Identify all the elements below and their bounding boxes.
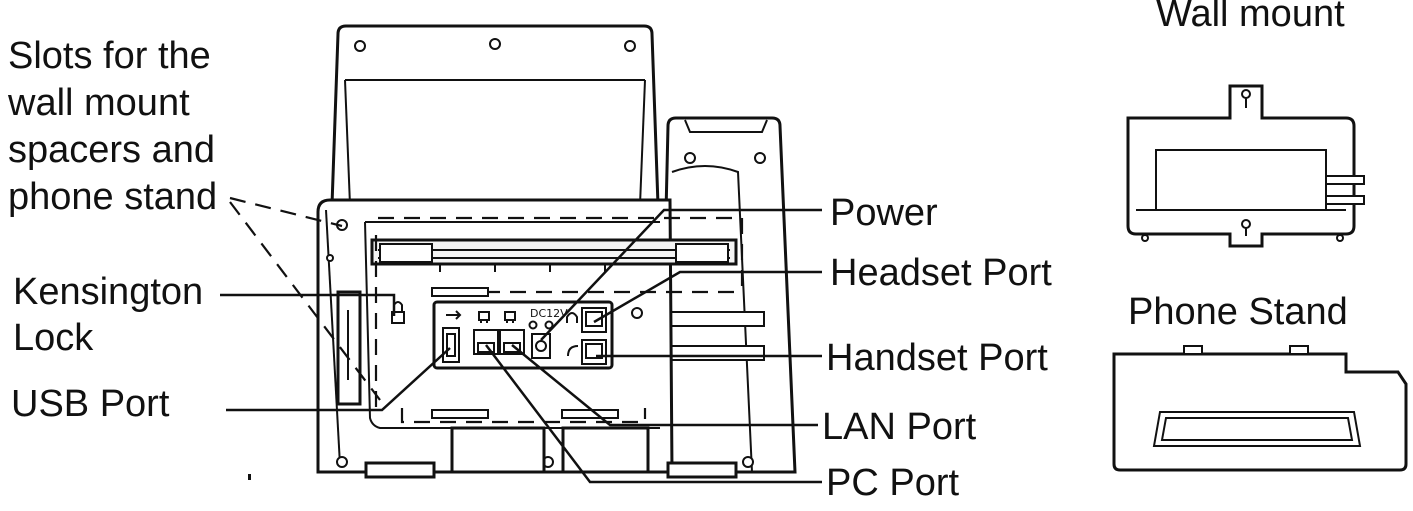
slots-leader-b bbox=[229, 201, 381, 401]
usb-leader bbox=[226, 347, 451, 412]
usb-port-label: USB Port bbox=[11, 383, 170, 425]
slots-label-line1: Slots for the bbox=[8, 35, 211, 77]
usb-port-receptacle bbox=[442, 327, 460, 363]
lan-port-icon bbox=[504, 311, 516, 323]
pc-port-receptacle bbox=[473, 329, 499, 355]
stray-mark bbox=[248, 474, 251, 480]
lan-leader bbox=[511, 344, 818, 427]
slots-label-line2: wall mount bbox=[7, 82, 190, 124]
wall-mount-label: Wall mount bbox=[1156, 0, 1345, 35]
dc-power-receptacle bbox=[531, 333, 551, 359]
pc-leader bbox=[485, 344, 822, 484]
headset-port-receptacle bbox=[581, 307, 607, 333]
diagram-labels: Slots for the wall mount spacers and pho… bbox=[7, 0, 1348, 504]
power-leader bbox=[540, 208, 822, 341]
dc-voltage-label: DC12V bbox=[530, 307, 568, 320]
phone-body: DC12V bbox=[316, 24, 797, 479]
handset-port-receptacle bbox=[581, 339, 607, 365]
callout-lines bbox=[220, 196, 822, 484]
kensington-label-line1: Kensington bbox=[13, 271, 203, 313]
phone-stand-label: Phone Stand bbox=[1128, 291, 1348, 333]
lan-port-label: LAN Port bbox=[822, 406, 977, 448]
headset-icon bbox=[566, 312, 578, 323]
pc-port-icon bbox=[478, 311, 490, 323]
wall-mount-drawing bbox=[1126, 84, 1365, 248]
slots-label-line4: phone stand bbox=[8, 176, 217, 218]
handset-icon bbox=[567, 345, 579, 357]
pc-port-label: PC Port bbox=[826, 462, 959, 504]
dc-power-icon: DC12V bbox=[528, 307, 568, 330]
headset-port-label: Headset Port bbox=[830, 252, 1052, 294]
handset-port-label: Handset Port bbox=[826, 337, 1048, 379]
power-label: Power bbox=[830, 192, 938, 234]
kensington-leader bbox=[220, 293, 396, 316]
slots-label-line3: spacers and bbox=[8, 129, 215, 171]
headset-leader bbox=[593, 270, 822, 324]
phone-stand-drawing bbox=[1112, 345, 1408, 472]
slots-leader-a bbox=[229, 196, 343, 228]
usb-icon bbox=[446, 310, 462, 320]
kensington-label-line2: Lock bbox=[13, 317, 94, 359]
